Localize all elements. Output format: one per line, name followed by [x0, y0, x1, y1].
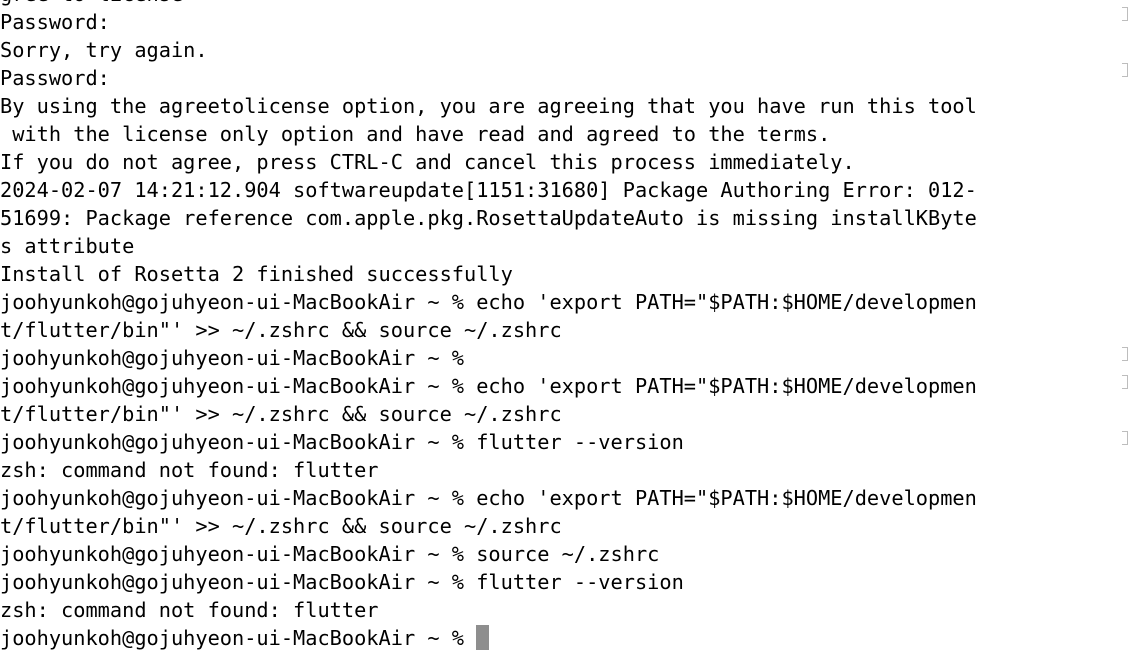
text-cursor	[476, 625, 490, 650]
terminal-line: If you do not agree, press CTRL-C and ca…	[0, 150, 855, 174]
terminal-line: joohyunkoh@gojuhyeon-ui-MacBookAir ~ % s…	[0, 542, 660, 566]
terminal-line: Password:	[0, 66, 110, 90]
terminal-line: joohyunkoh@gojuhyeon-ui-MacBookAir ~ %	[0, 346, 464, 370]
terminal-line: Sorry, try again.	[0, 38, 208, 62]
prompt-text: joohyunkoh@gojuhyeon-ui-MacBookAir ~ %	[0, 626, 477, 650]
terminal-prompt-line[interactable]: joohyunkoh@gojuhyeon-ui-MacBookAir ~ %	[0, 624, 1122, 652]
terminal-line: Password:	[0, 10, 110, 34]
terminal-line: joohyunkoh@gojuhyeon-ui-MacBookAir ~ % f…	[0, 570, 684, 594]
scrollbar[interactable]	[1130, 0, 1140, 652]
terminal-line: t/flutter/bin"' >> ~/.zshrc && source ~/…	[0, 402, 562, 426]
terminal-line: Install of Rosetta 2 finished successful…	[0, 262, 513, 286]
line-mark-indicator	[1122, 63, 1128, 77]
terminal-line: joohyunkoh@gojuhyeon-ui-MacBookAir ~ % e…	[0, 374, 977, 398]
line-mark-indicator	[1122, 431, 1128, 445]
terminal-line: joohyunkoh@gojuhyeon-ui-MacBookAir ~ % e…	[0, 290, 977, 314]
terminal-line: By using the agreetolicense option, you …	[0, 94, 977, 118]
terminal-line: zsh: command not found: flutter	[0, 598, 379, 622]
terminal-line: 2024-02-07 14:21:12.904 softwareupdate[1…	[0, 178, 977, 202]
terminal-line: joohyunkoh@gojuhyeon-ui-MacBookAir ~ % f…	[0, 430, 684, 454]
terminal-line: t/flutter/bin"' >> ~/.zshrc && source ~/…	[0, 514, 562, 538]
line-mark-indicator	[1122, 375, 1128, 389]
terminal-line: joohyunkoh@gojuhyeon-ui-MacBookAir ~ % e…	[0, 486, 977, 510]
terminal-line: 51699: Package reference com.apple.pkg.R…	[0, 206, 977, 230]
line-mark-indicator	[1122, 7, 1128, 21]
terminal-line: t/flutter/bin"' >> ~/.zshrc && source ~/…	[0, 318, 562, 342]
terminal-line: gree to license	[0, 0, 1122, 8]
terminal-line: with the license only option and have re…	[0, 122, 831, 146]
line-mark-indicator	[1122, 347, 1128, 361]
terminal-line: s attribute	[0, 234, 135, 258]
terminal-line: zsh: command not found: flutter	[0, 458, 379, 482]
